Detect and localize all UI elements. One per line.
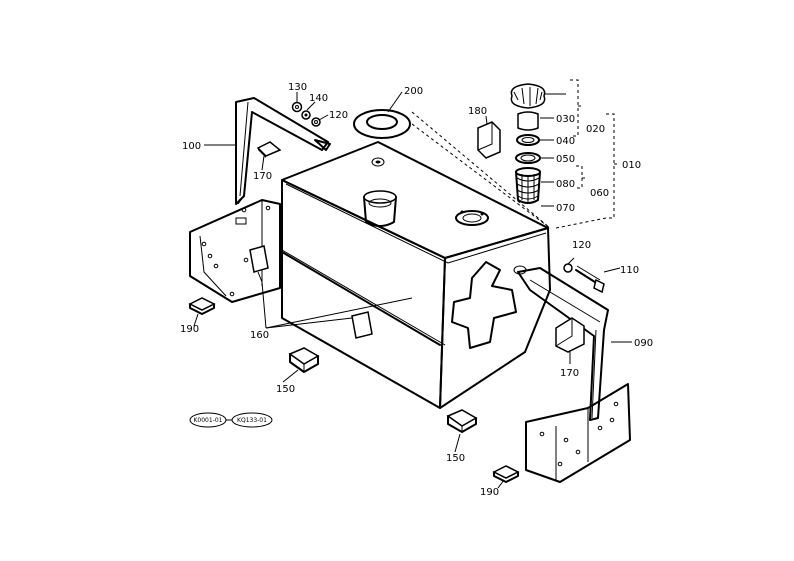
tank-foot-190-right [492,465,520,483]
packing-ring [353,109,411,139]
sender-port [455,210,489,226]
label-130: 130 [288,82,307,93]
fuel-cap-030 [510,83,546,131]
label-080: 080 [556,179,575,190]
label-100: 100 [182,141,201,152]
label-180: 180 [468,106,487,117]
filler-neck [363,157,397,227]
label-150-right: 150 [446,453,465,464]
label-160: 160 [250,330,269,341]
tank-foot-190-left [188,297,216,315]
label-040: 040 [556,136,575,147]
label-170-right: 170 [560,368,579,379]
nuts-upper [291,101,321,127]
label-150-left: 150 [276,384,295,395]
bolt-110 [563,263,605,294]
label-190-left: 190 [180,324,199,335]
label-120-upper: 120 [329,110,348,121]
band-cushion-left [256,141,282,158]
reference-code-right-oval [231,412,273,428]
label-030: 030 [556,114,575,125]
label-170-left: 170 [253,171,272,182]
tank-band-left [235,97,331,205]
label-060: 060 [590,188,609,199]
label-190-right: 190 [480,487,499,498]
tank-foot-150-right [446,409,478,433]
strainer-070 [515,167,541,204]
leader-lines [193,79,632,489]
label-200: 200 [404,86,423,97]
label-110: 110 [620,265,639,276]
tank-cushion-160 [249,245,373,339]
tank-bracket-left [189,199,281,303]
part-labels: 100 130 140 120 200 180 170 160 190 150 … [180,82,653,498]
fuel-tank [281,141,551,409]
label-090: 090 [634,338,653,349]
cross-embossing [451,261,517,349]
tank-band-right [517,267,609,421]
cushion-180 [477,121,501,159]
label-070: 070 [556,203,575,214]
label-140: 140 [309,93,328,104]
tank-foot-150-left [288,347,320,373]
label-010: 010 [622,160,641,171]
reference-codes: K0001-01 KQ133-01 [189,412,273,428]
ring-050 [515,152,541,164]
band-cushion-right [555,317,585,353]
gasket-040 [516,134,540,146]
label-020: 020 [586,124,605,135]
reference-code-right: KQ133-01 [237,417,267,424]
label-120-lower: 120 [572,240,591,251]
reference-code-left: K0001-01 [193,417,222,424]
tank-bracket-right [525,383,631,483]
label-050: 050 [556,154,575,165]
